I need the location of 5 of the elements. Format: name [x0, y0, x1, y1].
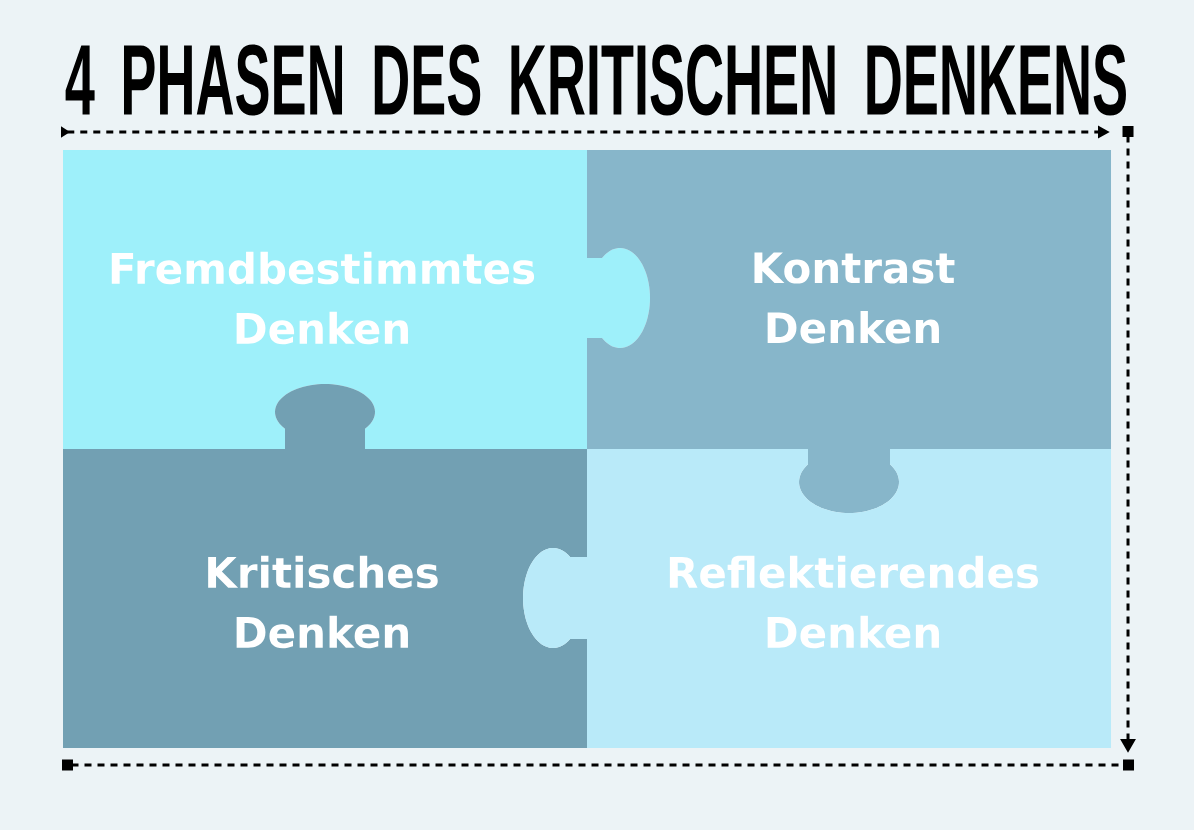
title: 4 PHASEN DES KRITISCHEN DENKENS: [65, 44, 1126, 116]
puzzle-piece: Kritisches Denken: [63, 384, 587, 748]
puzzle-piece: Fremdbestimmtes Denken: [63, 150, 650, 449]
puzzle-piece: Kontrast Denken: [587, 150, 1111, 513]
puzzle-piece: Reflektierendes Denken: [523, 449, 1111, 748]
